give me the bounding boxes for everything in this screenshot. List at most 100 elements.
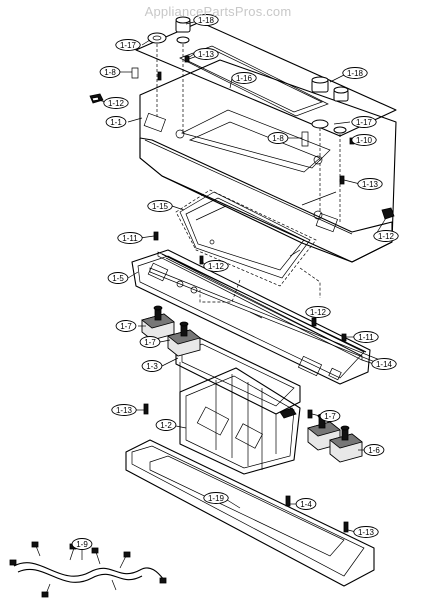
knob-assembly-top-right xyxy=(301,76,355,185)
callout-text: 1-10 xyxy=(356,136,373,145)
glass-panel-1-15 xyxy=(175,189,321,303)
callout-bubble xyxy=(115,39,141,51)
callout-1-13-c: 1-13 xyxy=(111,404,137,416)
callout-bubble xyxy=(267,132,289,144)
bottom-trim-1-19 xyxy=(125,439,375,587)
callout-text: 1-13 xyxy=(358,528,375,537)
callout-1-7-a: 1-7 xyxy=(115,320,137,332)
callout-1-6: 1-6 xyxy=(363,444,385,456)
callout-text: 1-12 xyxy=(378,232,395,241)
screws xyxy=(143,231,349,533)
callout-text: 1-15 xyxy=(152,202,169,211)
callout-bubble xyxy=(105,116,127,128)
encoder-right-2 xyxy=(329,425,363,463)
callout-text: 1-3 xyxy=(146,362,158,371)
callout-1-8-b: 1-8 xyxy=(267,132,289,144)
callout-text: 1-1 xyxy=(110,118,122,127)
callout-text: 1-17 xyxy=(356,118,373,127)
callout-text: 1-12 xyxy=(108,99,125,108)
callout-bubble xyxy=(141,360,163,372)
encoder-left-2 xyxy=(167,321,201,357)
callout-1-12-a: 1-12 xyxy=(103,97,129,109)
callout-text: 1-13 xyxy=(198,50,215,59)
callout-1-17-right: 1-17 xyxy=(351,116,377,128)
knob-assembly-top-left xyxy=(131,16,191,81)
callout-bubble xyxy=(203,260,229,272)
callout-text: 1-4 xyxy=(300,500,312,509)
callout-1-12-b: 1-12 xyxy=(373,230,399,242)
callout-bubble xyxy=(111,404,137,416)
callout-text: 1-13 xyxy=(116,406,133,415)
callout-1-16: 1-16 xyxy=(231,72,257,84)
callout-1-8-a: 1-8 xyxy=(99,66,121,78)
watermark: AppliancePartsPros.com xyxy=(144,4,292,19)
callout-bubble xyxy=(373,230,399,242)
callout-1-12-d: 1-12 xyxy=(305,306,331,318)
callout-text: 1-6 xyxy=(368,446,380,455)
encoder-left-1 xyxy=(141,305,175,341)
callout-1-15: 1-15 xyxy=(147,200,173,212)
callout-bubble xyxy=(193,48,219,60)
callout-text: 1-2 xyxy=(160,421,172,430)
callout-text: 1-18 xyxy=(347,69,364,78)
callout-text: 1-13 xyxy=(362,180,379,189)
callout-bubble xyxy=(371,358,397,370)
callout-bubble xyxy=(353,331,379,343)
callout-1-18-right: 1-18 xyxy=(342,67,368,79)
callout-1-13-d: 1-13 xyxy=(353,526,379,538)
callout-bubble xyxy=(295,498,317,510)
callout-text: 1-8 xyxy=(272,134,284,143)
callout-1-11-a: 1-11 xyxy=(117,232,143,244)
callout-bubble xyxy=(103,97,129,109)
callout-bubble xyxy=(305,306,331,318)
callout-bubble xyxy=(342,67,368,79)
callout-bubble xyxy=(319,410,341,422)
pcb-1-2 xyxy=(179,367,301,475)
callout-1-1: 1-1 xyxy=(105,116,127,128)
callout-labels: 1-18 1-17 1-13 1-8 1-16 1-18 1-12 1-1 1-17 1-8 1-1… xyxy=(71,14,399,550)
callout-bubble xyxy=(139,336,161,348)
callout-bubble xyxy=(351,134,377,146)
callout-1-19: 1-19 xyxy=(203,492,229,504)
callout-bubble xyxy=(117,232,143,244)
callout-bubble xyxy=(115,320,137,332)
callout-1-12-c: 1-12 xyxy=(203,260,229,272)
callout-1-9: 1-9 xyxy=(71,538,93,550)
callout-text: 1-14 xyxy=(376,360,393,369)
callout-1-2: 1-2 xyxy=(155,419,177,431)
callout-1-18-top: 1-18 xyxy=(193,14,219,26)
callout-text: 1-7 xyxy=(144,338,156,347)
wire-harness-1-9 xyxy=(9,541,167,598)
callout-bubble xyxy=(231,72,257,84)
callout-1-10: 1-10 xyxy=(351,134,377,146)
callout-bubble xyxy=(363,444,385,456)
callout-bubble xyxy=(351,116,377,128)
callout-1-13-a: 1-13 xyxy=(193,48,219,60)
callout-bubble xyxy=(203,492,229,504)
callout-1-5: 1-5 xyxy=(107,272,129,284)
callout-text: 1-11 xyxy=(122,234,138,243)
callout-bubble xyxy=(353,526,379,538)
callout-text: 1-16 xyxy=(236,74,253,83)
callout-1-4: 1-4 xyxy=(295,498,317,510)
callout-1-14: 1-14 xyxy=(371,358,397,370)
callout-bubble xyxy=(193,14,219,26)
callout-bubble xyxy=(357,178,383,190)
callout-1-7-c: 1-7 xyxy=(319,410,341,422)
callout-1-13-b: 1-13 xyxy=(357,178,383,190)
clip-right xyxy=(381,207,395,220)
callout-text: 1-7 xyxy=(120,322,132,331)
callout-text: 1-19 xyxy=(208,494,225,503)
callout-text: 1-7 xyxy=(324,412,336,421)
callout-1-11-b: 1-11 xyxy=(353,331,379,343)
callout-bubble xyxy=(99,66,121,78)
callout-bubble xyxy=(107,272,129,284)
callout-bubble xyxy=(155,419,177,431)
callout-text: 1-17 xyxy=(120,41,137,50)
callout-text: 1-18 xyxy=(198,16,215,25)
callout-bubble xyxy=(71,538,93,550)
callout-1-3: 1-3 xyxy=(141,360,163,372)
callout-text: 1-11 xyxy=(358,333,374,342)
